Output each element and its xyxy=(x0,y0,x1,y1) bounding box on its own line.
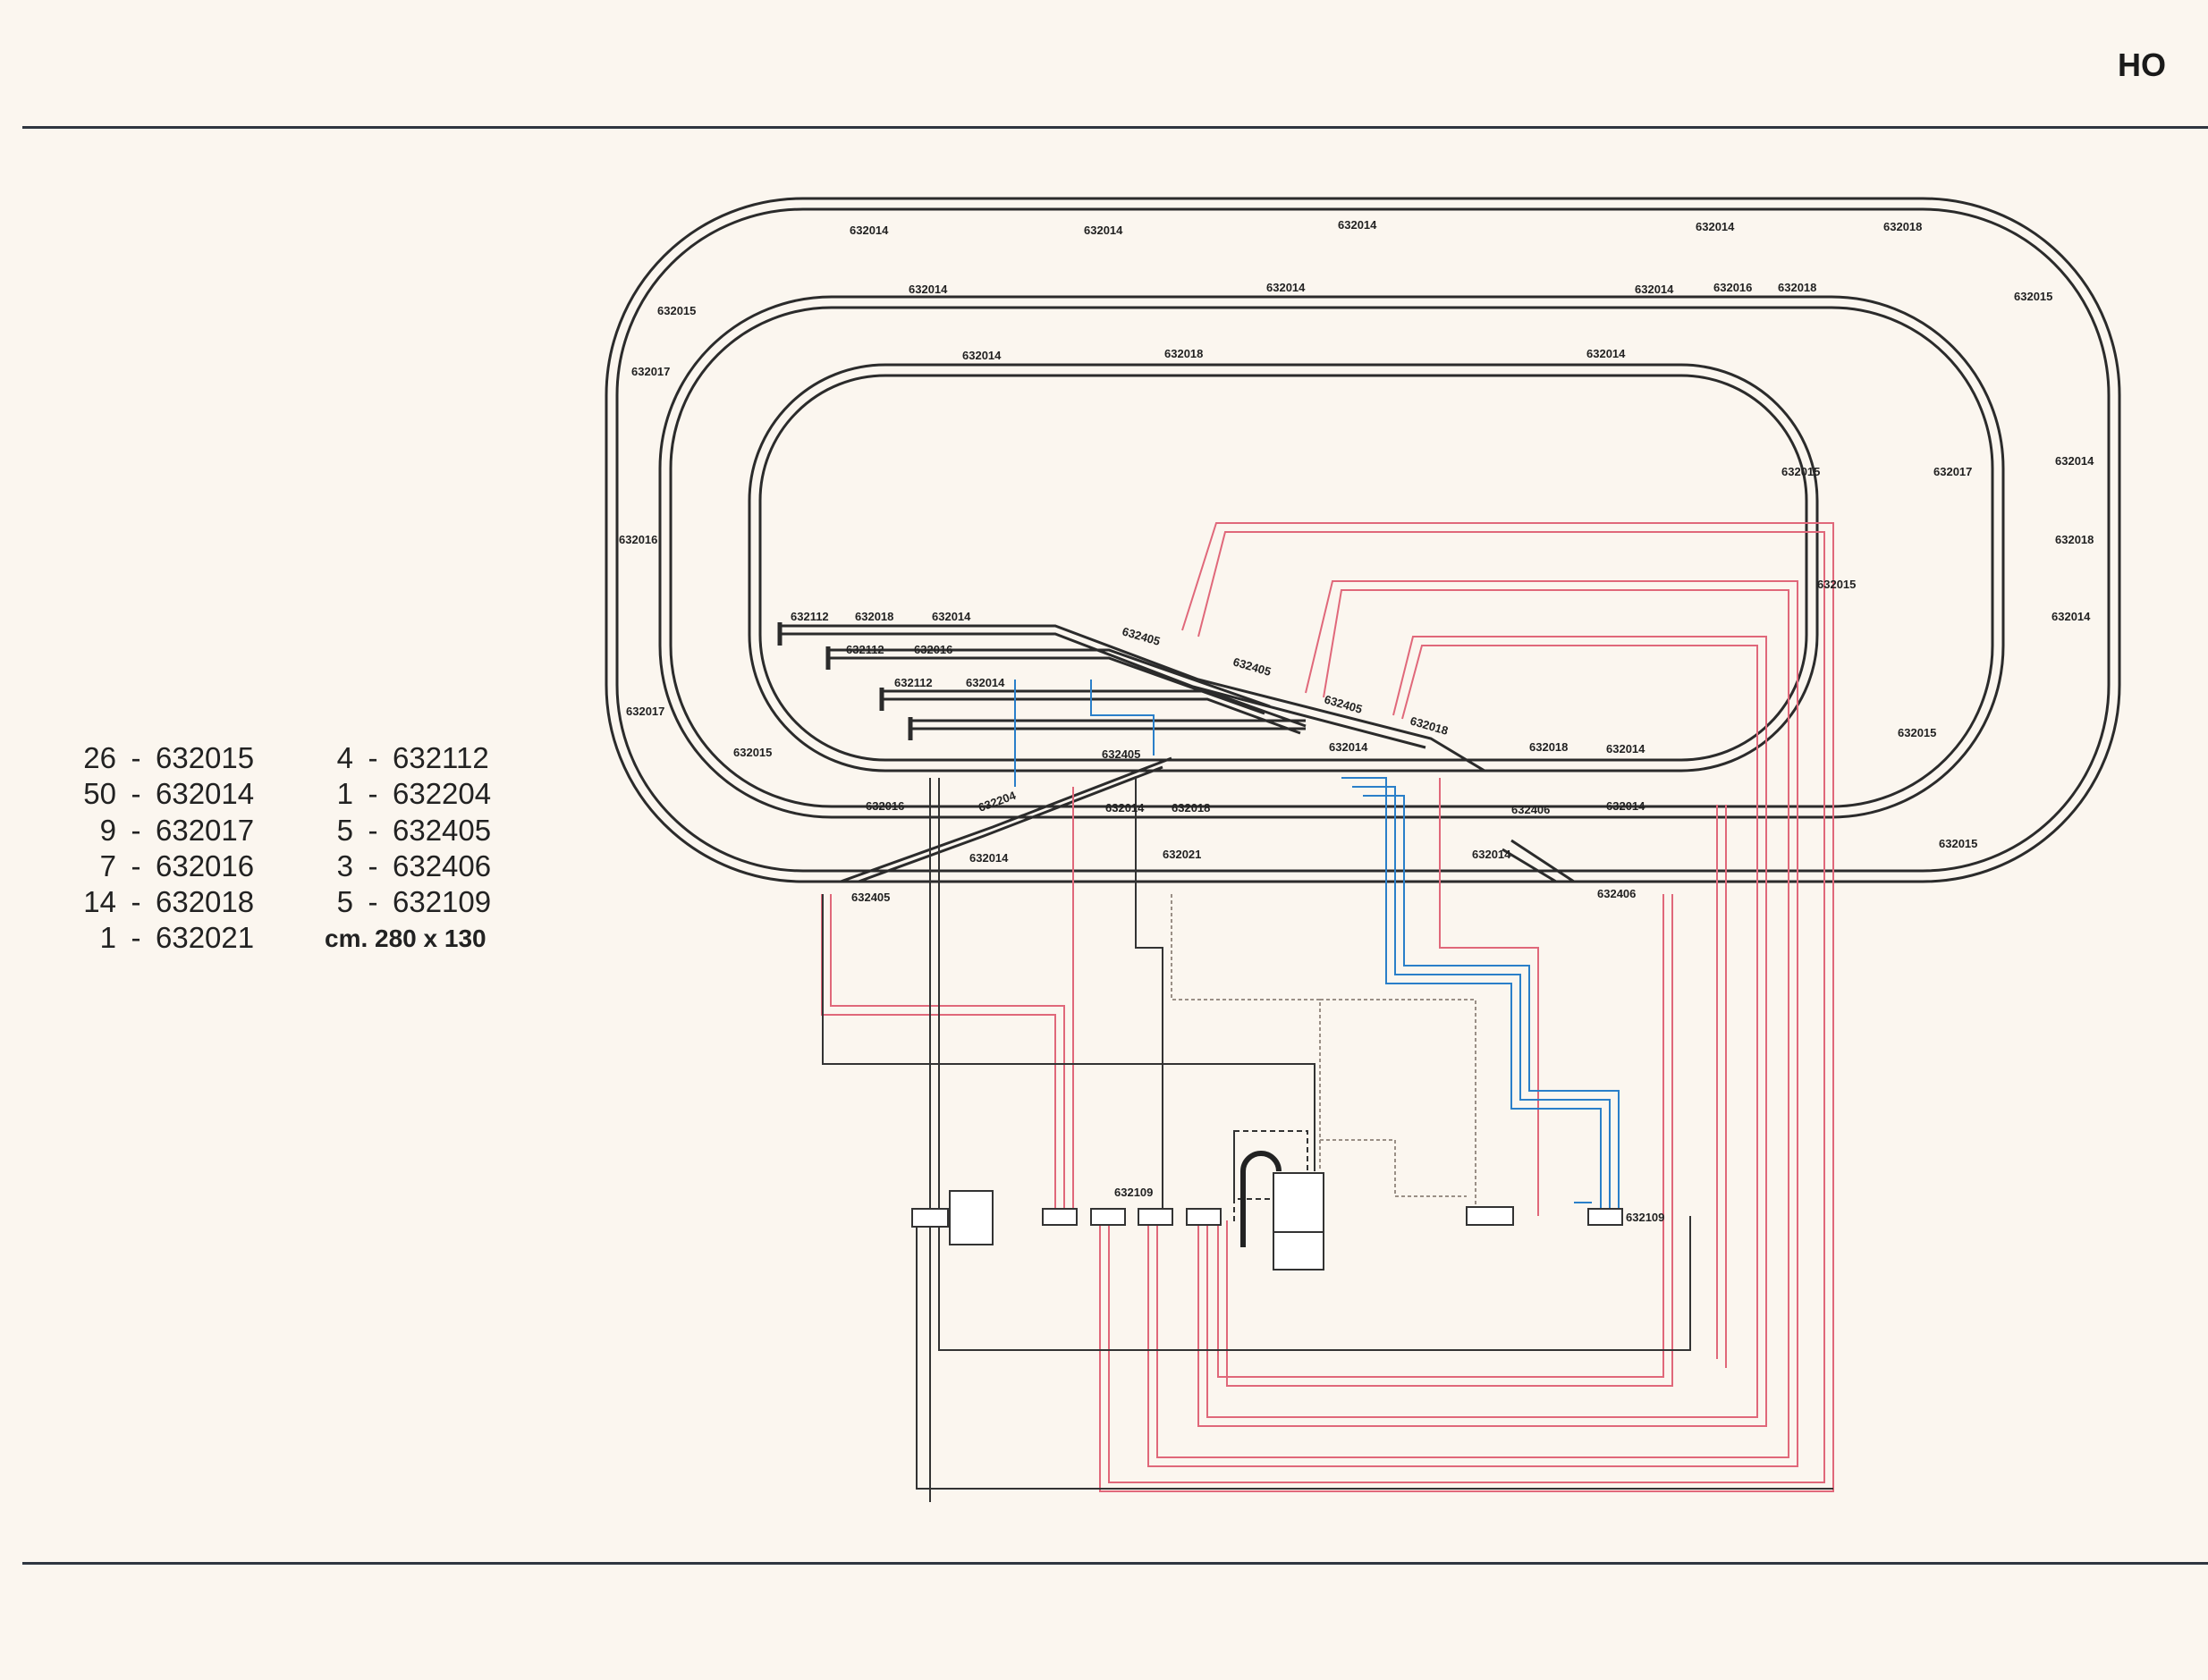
track-label: 632014 xyxy=(1084,224,1123,237)
track-label: 632018 xyxy=(1529,740,1568,754)
black-wiring xyxy=(822,778,1833,1502)
track-label: 632018 xyxy=(1164,347,1203,360)
track-label: 632016 xyxy=(914,643,952,656)
track-label: 632018 xyxy=(1172,801,1210,815)
parts-row: 50-632014 xyxy=(83,777,255,811)
power-cable-icon xyxy=(1240,1151,1282,1247)
track-label: 632204 xyxy=(977,789,1019,815)
track-label: 632014 xyxy=(1266,281,1306,294)
track-label: 632014 xyxy=(1606,799,1645,813)
track-label: 632015 xyxy=(1898,726,1936,739)
parts-row: 26-632015 xyxy=(83,741,255,774)
layout-dimensions: cm. 280 x 130 xyxy=(325,924,486,952)
scale-label: HO xyxy=(2118,46,2166,83)
track-label: 632109 xyxy=(1626,1211,1664,1224)
parts-row: 7-632016 xyxy=(99,848,255,882)
track-label: 632014 xyxy=(1472,848,1511,861)
track-label: 632405 xyxy=(1102,747,1140,761)
middle-loop-track xyxy=(658,295,2005,819)
parts-row: 5-632405 xyxy=(336,813,492,847)
track-label: 632112 xyxy=(791,610,829,623)
parts-row: 3-632406 xyxy=(336,848,492,882)
control-box xyxy=(1466,1206,1514,1226)
siding-tracks xyxy=(780,624,1575,883)
track-label: 632016 xyxy=(1713,281,1752,294)
track-label: 632014 xyxy=(1338,218,1377,232)
blue-wiring xyxy=(1014,680,1620,1216)
bottom-rule xyxy=(22,1562,2208,1565)
track-label: 632018 xyxy=(1883,220,1922,233)
track-label: 632014 xyxy=(2051,610,2091,623)
parts-row: 1-632204 xyxy=(336,777,492,811)
track-labels: 632014 632014 632014 632014 632018 63201… xyxy=(619,218,2094,1224)
track-label: 632014 xyxy=(909,283,948,296)
track-label: 632016 xyxy=(866,799,904,813)
control-boxes xyxy=(911,1130,1623,1271)
track-label: 632015 xyxy=(733,746,772,759)
track-label: 632017 xyxy=(631,365,670,378)
track-label: 632017 xyxy=(626,705,664,718)
red-wiring xyxy=(821,522,1834,1492)
track-label: 632015 xyxy=(657,304,696,317)
track-label: 632405 xyxy=(1121,624,1162,647)
track-label: 632405 xyxy=(851,891,890,904)
track-label: 632014 xyxy=(966,676,1005,689)
track-label: 632014 xyxy=(1105,801,1145,815)
outer-loop-track xyxy=(605,197,2121,883)
track-label: 632014 xyxy=(1606,742,1645,756)
control-box xyxy=(1090,1208,1126,1226)
transformer-outline xyxy=(1233,1130,1308,1200)
track-label: 632017 xyxy=(1933,465,1972,478)
parts-row: 1-632021 xyxy=(99,921,255,955)
track-label: 632014 xyxy=(1635,283,1674,296)
track-label: 632112 xyxy=(846,643,884,656)
track-label: 632021 xyxy=(1163,848,1201,861)
track-label: 632014 xyxy=(2055,454,2094,468)
track-label: 632015 xyxy=(1781,465,1820,478)
track-label: 632014 xyxy=(962,349,1002,362)
control-box xyxy=(1042,1208,1078,1226)
control-box xyxy=(1186,1208,1222,1226)
track-label: 632405 xyxy=(1231,654,1273,678)
control-box xyxy=(1587,1208,1623,1226)
inner-loop-track xyxy=(748,363,1819,772)
track-label: 632016 xyxy=(619,533,657,546)
track-label: 632406 xyxy=(1511,803,1550,816)
track-label: 632014 xyxy=(1329,740,1368,754)
track-label: 632014 xyxy=(1586,347,1626,360)
track-label: 632112 xyxy=(894,676,933,689)
parts-row: 9-632017 xyxy=(99,813,255,847)
relay-box xyxy=(949,1190,994,1245)
track-label: 632018 xyxy=(2055,533,2094,546)
parts-list-column-2: 4-632112 1-632204 5-632405 3-632406 5-63… xyxy=(304,740,491,920)
track-label: 632014 xyxy=(969,851,1009,865)
control-box xyxy=(1138,1208,1173,1226)
transformer-icon xyxy=(1273,1172,1324,1271)
track-label: 632015 xyxy=(1939,837,1977,850)
parts-row: 4-632112 xyxy=(336,741,489,774)
parts-list-column-1: 26-632015 50-632014 9-632017 7-632016 14… xyxy=(54,740,254,957)
track-label: 632406 xyxy=(1597,887,1636,900)
track-label: 632109 xyxy=(1114,1186,1153,1199)
track-label: 632018 xyxy=(1778,281,1816,294)
track-label: 632015 xyxy=(1817,578,1856,591)
track-label: 632018 xyxy=(855,610,893,623)
control-box xyxy=(911,1208,949,1228)
top-rule xyxy=(22,126,2208,129)
track-label: 632014 xyxy=(1696,220,1735,233)
parts-row: 5-632109 xyxy=(336,885,492,919)
track-label: 632014 xyxy=(850,224,889,237)
track-label: 632014 xyxy=(932,610,971,623)
buffer-stops xyxy=(777,622,913,740)
track-label: 632015 xyxy=(2014,290,2052,303)
parts-row: 14-632018 xyxy=(83,885,255,919)
